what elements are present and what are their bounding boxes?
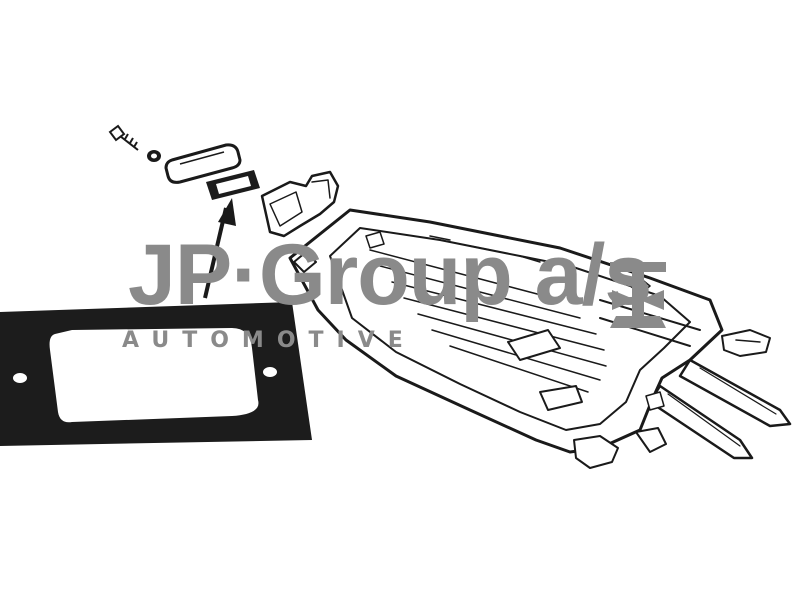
washer-icon [147, 150, 161, 162]
gasket-bolt-hole-right [263, 367, 277, 377]
cover-plate [164, 143, 242, 184]
gasket-bolt-hole-left [13, 373, 27, 383]
watermark-tagline: AUTOMOTIVE [122, 328, 416, 353]
gasket-large [0, 302, 312, 446]
gasket-small [206, 170, 260, 200]
bolt-icon [108, 124, 139, 151]
logo-emblem-icon [610, 262, 666, 328]
arrow-icon [203, 198, 236, 299]
watermark-brand: JP·Group a/s [128, 227, 652, 323]
